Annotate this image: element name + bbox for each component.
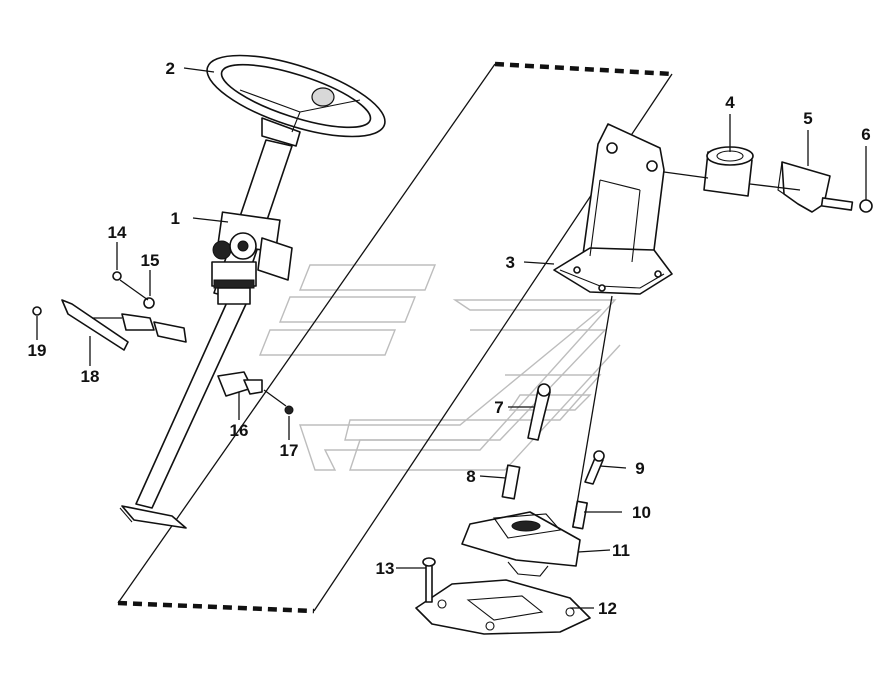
callout-label-1: 1: [171, 209, 180, 228]
callout-label-12: 12: [598, 599, 617, 618]
leader-lines: [36, 67, 867, 609]
short-bolt: [584, 450, 605, 485]
long-bolt: [527, 383, 551, 441]
callout-label-9: 9: [635, 459, 644, 478]
support-bracket: [553, 123, 673, 295]
callout-label-13: 13: [376, 559, 395, 578]
bracket-link-parts: [32, 271, 187, 351]
lower-bracket-parts: [217, 371, 294, 415]
steering-wheel: [206, 54, 386, 147]
clamp: [777, 161, 831, 213]
callout-label-10: 10: [632, 503, 651, 522]
clamp-bolt: [820, 197, 873, 213]
callout-label-16: 16: [230, 421, 249, 440]
steering-column: [119, 139, 293, 529]
callout-label-6: 6: [861, 125, 870, 144]
callout-label-11: 11: [612, 541, 630, 560]
callout-labels: 1 2 3 4 5 6 7 8 9 10 11 12 13 14 15 16 1…: [28, 59, 871, 618]
callout-label-14: 14: [108, 223, 127, 242]
callout-label-15: 15: [141, 251, 160, 270]
callout-label-19: 19: [28, 341, 47, 360]
base-plate: [461, 511, 581, 577]
callout-label-17: 17: [280, 441, 299, 460]
callout-label-2: 2: [166, 59, 175, 78]
bushing: [703, 146, 754, 197]
assembly-frame: [117, 61, 673, 614]
callout-label-18: 18: [81, 367, 100, 386]
column-bracket: [211, 211, 293, 305]
spacer-tube: [501, 464, 521, 500]
watermark-logo: [258, 264, 621, 471]
callout-label-4: 4: [725, 93, 735, 112]
callout-label-7: 7: [494, 398, 503, 417]
callout-label-5: 5: [803, 109, 812, 128]
callout-label-8: 8: [466, 467, 475, 486]
floor-screw: [422, 557, 436, 603]
callout-label-3: 3: [506, 253, 515, 272]
floor-gasket: [415, 579, 591, 635]
